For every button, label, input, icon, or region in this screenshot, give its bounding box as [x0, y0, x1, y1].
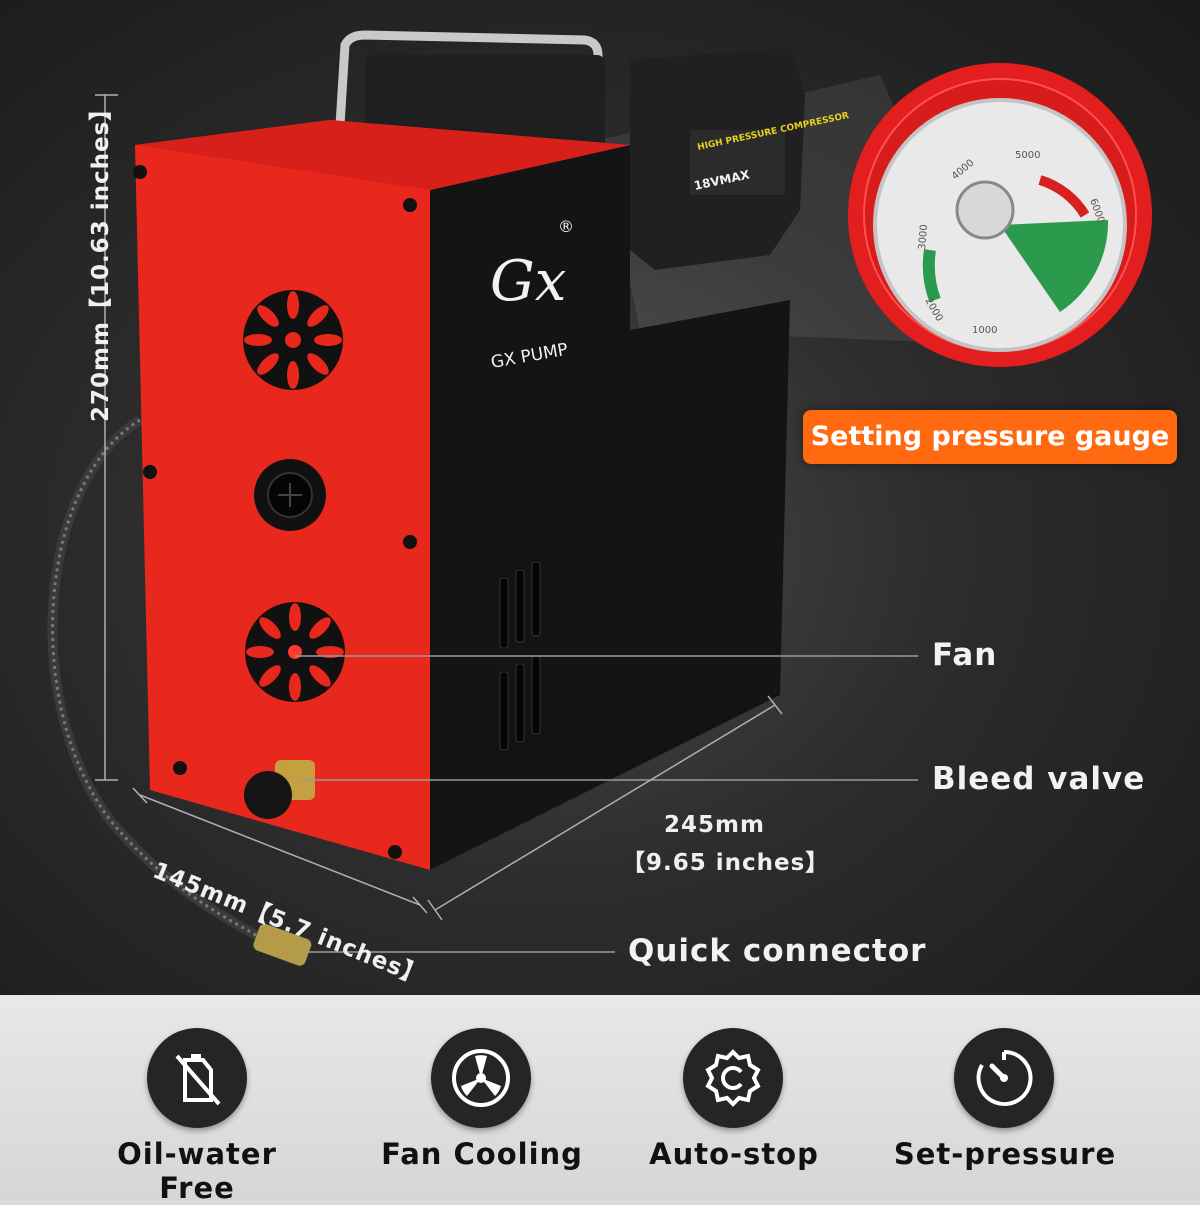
upper-fan-grille	[243, 290, 343, 390]
brand-logo-mark: Gx	[490, 249, 566, 314]
feature-strip: Oil-water Free Fan Cooling Auto-stop	[0, 995, 1200, 1205]
gauge-red-arc	[1038, 175, 1090, 218]
gauge-green-zone	[1000, 220, 1109, 312]
dimension-lines	[95, 94, 783, 921]
gauge-green-arc	[922, 249, 941, 303]
lower-fan-grille	[245, 602, 345, 702]
svg-text:1000: 1000	[972, 325, 997, 336]
side-vents	[499, 561, 541, 751]
fan-icon	[431, 1028, 531, 1128]
compressor-illustration: Gx ® GX PUMP HIGH PRESSURE COMPRESSOR 18…	[47, 30, 1152, 966]
feature-label: Fan Cooling	[381, 1137, 583, 1171]
no-oil-icon	[147, 1028, 247, 1128]
callout-leaders	[295, 655, 918, 953]
feature-oil-water-free: Oil-water Free	[77, 995, 317, 1205]
fan-label: Fan	[932, 637, 998, 673]
quick-connector-label: Quick connector	[628, 933, 927, 969]
gauge-badge: Setting pressure gauge	[803, 410, 1177, 464]
feature-label: Oil-water Free	[117, 1137, 277, 1205]
height-dimension: 270mm【10.63 inches】	[88, 96, 114, 422]
width-dimension-in: 【9.65 inches】	[622, 850, 830, 876]
panel-screws	[133, 165, 417, 859]
feature-set-pressure: Set-pressure	[885, 995, 1125, 1200]
pressure-gauge-zoom: 1000 2000 3000 4000 5000 6000	[848, 63, 1152, 367]
feature-label: Auto-stop	[649, 1137, 819, 1171]
quick-connector-fitting	[253, 923, 312, 966]
carry-handle	[335, 30, 603, 131]
timer-icon	[954, 1028, 1054, 1128]
bleed-valve-label: Bleed valve	[932, 761, 1146, 797]
power-socket	[254, 459, 326, 531]
hose-braid	[51, 418, 266, 942]
top-panel	[135, 120, 630, 190]
bleed-valve-knob	[244, 760, 315, 819]
feature-auto-stop: Auto-stop	[614, 995, 854, 1200]
registered-mark: ®	[558, 217, 574, 236]
gear-c-icon	[683, 1028, 783, 1128]
battery-label-panel	[690, 130, 785, 195]
feature-label: Set-pressure	[893, 1137, 1117, 1171]
product-hero: Gx ® GX PUMP HIGH PRESSURE COMPRESSOR 18…	[0, 0, 1200, 995]
feature-fan-cooling: Fan Cooling	[362, 995, 602, 1200]
width-dimension-mm: 245mm	[664, 812, 765, 838]
svg-text:5000: 5000	[1015, 150, 1040, 161]
svg-text:3000: 3000	[917, 224, 930, 250]
gauge-knob	[955, 180, 1015, 240]
